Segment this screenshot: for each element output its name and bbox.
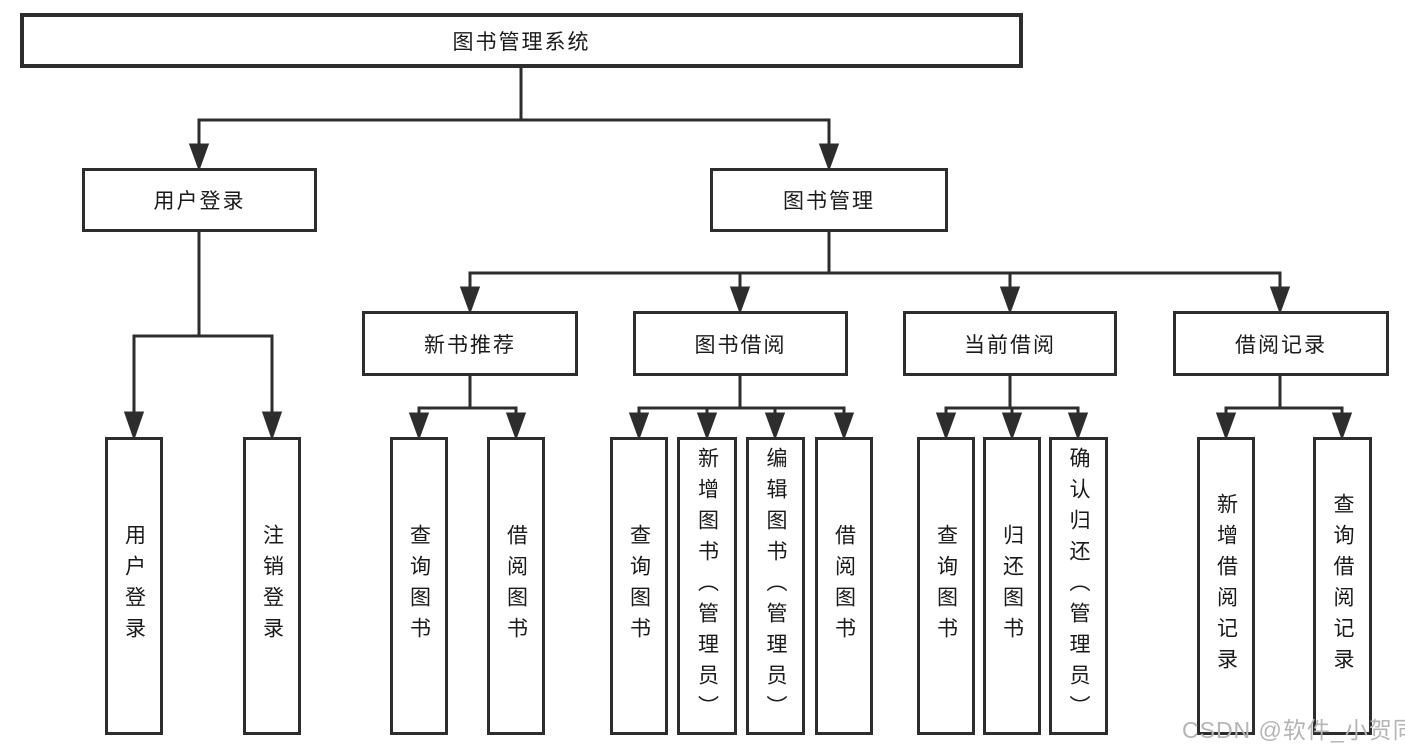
- leaf-current-confirm-return-admin-label: 确认归还（管理员）: [1067, 446, 1091, 726]
- leaf-records-add-record: 新增借阅记录: [1197, 437, 1255, 735]
- leaf-newbook-borrow-books: 借阅图书: [487, 437, 545, 735]
- leaf-records-add-record-label: 新增借阅记录: [1214, 493, 1238, 679]
- leaf-logout: 注销登录: [243, 437, 301, 735]
- leaf-current-query-books-label: 查询图书: [934, 524, 958, 648]
- node-book-borrow: 图书借阅: [633, 311, 848, 376]
- leaf-records-query-record: 查询借阅记录: [1313, 437, 1372, 735]
- leaf-current-confirm-return-admin: 确认归还（管理员）: [1049, 437, 1108, 735]
- leaf-borrow-edit-books-admin-label: 编辑图书（管理员）: [764, 446, 788, 726]
- leaf-borrow-query-books: 查询图书: [610, 437, 668, 735]
- leaf-borrow-add-books-admin-label: 新增图书（管理员）: [695, 446, 719, 726]
- node-current-borrow: 当前借阅: [903, 311, 1117, 376]
- leaf-newbook-borrow-books-label: 借阅图书: [504, 524, 528, 648]
- node-borrow-records: 借阅记录: [1173, 311, 1389, 376]
- leaf-current-return-books-label: 归还图书: [1000, 524, 1024, 648]
- csdn-watermark: CSDN @软件_小贺同学: [1182, 717, 1405, 743]
- leaf-borrow-borrow-books: 借阅图书: [815, 437, 873, 735]
- leaf-newbook-query-books-label: 查询图书: [407, 524, 431, 648]
- node-book-management: 图书管理: [710, 168, 948, 232]
- leaf-logout-label: 注销登录: [260, 524, 284, 648]
- leaf-current-return-books: 归还图书: [983, 437, 1041, 735]
- leaf-borrow-borrow-books-label: 借阅图书: [832, 524, 856, 648]
- leaf-borrow-edit-books-admin: 编辑图书（管理员）: [746, 437, 805, 735]
- node-root-library-system: 图书管理系统: [20, 13, 1023, 68]
- leaf-current-query-books: 查询图书: [917, 437, 975, 735]
- leaf-newbook-query-books: 查询图书: [390, 437, 448, 735]
- leaf-records-query-record-label: 查询借阅记录: [1331, 493, 1355, 679]
- node-user-login: 用户登录: [82, 168, 317, 232]
- node-new-book-recommend: 新书推荐: [362, 311, 578, 376]
- leaf-user-login-label: 用户登录: [122, 524, 146, 648]
- leaf-user-login: 用户登录: [105, 437, 163, 735]
- leaf-borrow-add-books-admin: 新增图书（管理员）: [677, 437, 737, 735]
- leaf-borrow-query-books-label: 查询图书: [627, 524, 651, 648]
